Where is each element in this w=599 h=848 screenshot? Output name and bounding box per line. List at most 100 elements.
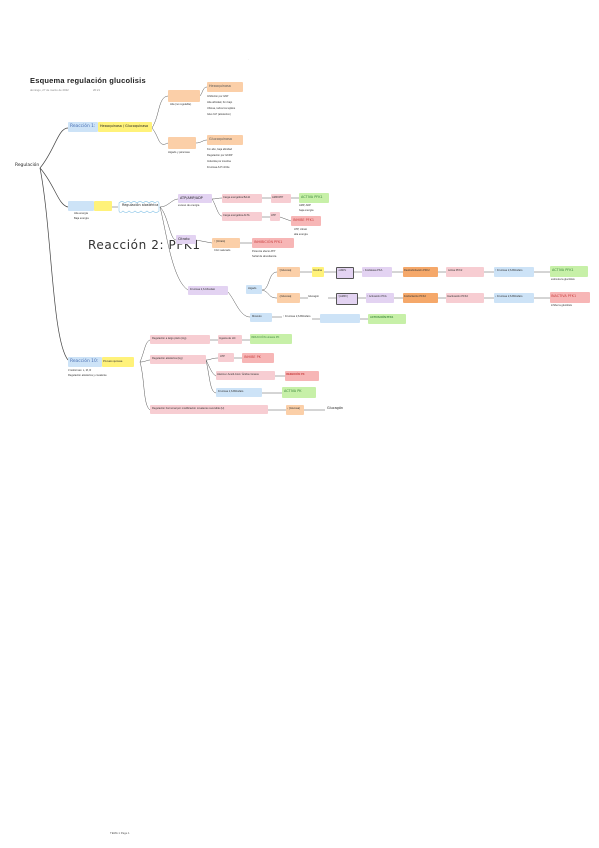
activa-note-2: baja energía bbox=[299, 209, 314, 212]
desfosforilacion: Desfosforilación PFK2 bbox=[404, 269, 430, 272]
activa-pk-box bbox=[282, 387, 316, 398]
carga-baja-label: Carga energética BAJA bbox=[223, 196, 251, 199]
f26-down-box bbox=[494, 293, 534, 303]
page-time: 20:21 bbox=[93, 88, 100, 92]
activa-pka: ↑ Activación PKA bbox=[367, 295, 387, 298]
atp-label: ATP/AMP/ADP bbox=[180, 196, 203, 200]
r1-enzymes-highlight bbox=[98, 122, 152, 132]
r1-branch-a-note: Alta (no regulable) bbox=[170, 103, 192, 106]
r10-alo: Regulación alostérica (Hg) bbox=[152, 357, 183, 360]
fosfatasa-box bbox=[362, 267, 392, 277]
hexo-note-2: Alta afinidad, Km bajo bbox=[207, 101, 233, 104]
r10-glucagon: Glucagón bbox=[327, 406, 344, 410]
glucosa-up: ↑[Glucosa] bbox=[279, 269, 292, 272]
r10-alo-box bbox=[150, 355, 206, 364]
r10-yellow-box bbox=[102, 357, 134, 367]
r2-yellow-box bbox=[94, 201, 112, 211]
inhibe-note-2: alta energía bbox=[294, 233, 308, 236]
r10-inhibe-pk: INHIBE PK bbox=[244, 355, 261, 359]
inhibicion-note-2: Señal de abundancia bbox=[252, 255, 277, 258]
citrato-sub2: CAC saturado bbox=[214, 249, 231, 252]
page-mark: . bbox=[248, 57, 249, 61]
r10-inhibicion-pk: INHIBICIÓN PK bbox=[286, 373, 305, 376]
r10-induccion: INDUCCIÓN síntesis PK bbox=[251, 336, 280, 339]
atp-note: exceso de energía bbox=[178, 204, 200, 207]
musculo-f26: ↑ Fructosa 2,6-Bifosfato bbox=[283, 315, 311, 318]
musculo-label: Músculo bbox=[252, 315, 262, 318]
r10-largo: Regulación a largo plazo (Hg) bbox=[152, 337, 187, 340]
f26-label: Fructosa 2,6-bifosfato bbox=[190, 288, 216, 291]
inhibe-note-1: ATP, citrato bbox=[294, 228, 308, 231]
activa-pka-box bbox=[366, 293, 394, 303]
activacion-pfk1-box bbox=[368, 314, 406, 324]
citrato-label: Citrato bbox=[178, 237, 190, 241]
atp2-box bbox=[270, 212, 280, 221]
musculo-f26-box bbox=[320, 314, 360, 323]
fosforilacion: Fosforilación PFK2 bbox=[404, 295, 426, 298]
r1-highlight bbox=[68, 122, 98, 132]
r10-glucosa-down: ↓ [Glucosa] bbox=[287, 407, 300, 410]
r2-alo-note-1: Alta energía bbox=[74, 212, 88, 215]
largo-box bbox=[150, 335, 210, 344]
inactivacion: Inactivación PFK2 bbox=[447, 295, 468, 298]
r1-enzymes: Hexoquinasa / Glucoquinasa bbox=[100, 124, 149, 128]
carga-baja-box bbox=[222, 194, 262, 203]
desfosforilacion-box bbox=[403, 267, 438, 277]
activa-pfk1-box bbox=[299, 193, 329, 203]
citrato-sub: ↑ [Citrato] bbox=[214, 240, 226, 243]
r10-alo-atp: ATP bbox=[220, 355, 225, 358]
inhibe-pk-box bbox=[242, 353, 274, 363]
hexo-note-1: Inhibición por G6P bbox=[207, 95, 229, 98]
r10-blue-box bbox=[68, 357, 102, 367]
inactivacion-box bbox=[446, 293, 484, 303]
amp-atp-label: AMP/ATP bbox=[272, 196, 284, 199]
r10-largo-note: Ingesta de HC bbox=[219, 337, 236, 340]
r2-alosterica: Regulación alostérica bbox=[122, 203, 159, 207]
inhibicion-pfk1: INHIBICIÓN PFK1 bbox=[254, 240, 283, 244]
insulina-label: Insulina bbox=[313, 269, 322, 272]
activa-pfk1b-box bbox=[550, 266, 588, 277]
higado-label: Hígado bbox=[248, 287, 257, 290]
hexoquinasa-box bbox=[207, 82, 243, 92]
r1-branch-b-box bbox=[168, 137, 196, 149]
r2-label: Reacción 2: PFK1 bbox=[88, 238, 201, 252]
gluco-note-5: Fructosa-6-P inhibe bbox=[207, 166, 230, 169]
root-node: Regulación bbox=[15, 163, 40, 168]
r2-blue-box bbox=[68, 201, 94, 211]
musculo-box bbox=[250, 313, 272, 322]
ampc-up: ↑[AMPc] bbox=[338, 295, 348, 298]
ampc-down: ↓AMPc bbox=[338, 269, 347, 272]
inhibicion-box bbox=[252, 238, 294, 248]
inactiva-pfk1-note: inhibe la glucólisis bbox=[551, 304, 572, 307]
hexo-note-4: Gluc-6-P (alostérico) bbox=[207, 113, 231, 116]
hormonal-box bbox=[150, 405, 268, 414]
f26-down: ↓ Fructosa 2,6-Bifosfato bbox=[495, 295, 523, 298]
inactiva-pfk1-box bbox=[550, 292, 590, 303]
glucosa-up-box bbox=[277, 267, 300, 277]
r10-label: Reacción 10: bbox=[70, 359, 99, 364]
glucosa-down: ↓[Glucosa] bbox=[279, 295, 292, 298]
insulina-box bbox=[312, 267, 324, 277]
inhibicion-pk-box bbox=[285, 371, 319, 381]
activa-note-1: AMP, ADP bbox=[299, 204, 311, 207]
ampc-down-box bbox=[336, 267, 354, 279]
page-date: domingo, 27 de marzo de 2022 bbox=[30, 88, 69, 92]
f26-up-box bbox=[494, 267, 534, 277]
citrato-sub-box bbox=[212, 238, 240, 248]
ingesta-box bbox=[218, 335, 242, 344]
r10-enzyme: Piruvato quinasa bbox=[103, 360, 123, 363]
atp-box bbox=[178, 194, 212, 203]
inactiva-pfk1: INACTIVA PFK1 bbox=[551, 294, 577, 298]
f26-up: ↑ Fructosa 2,6-Bifosfato bbox=[495, 269, 523, 272]
r2-wavy-cloud bbox=[118, 201, 160, 213]
glucoquinasa-label: Glucoquinasa bbox=[209, 137, 232, 141]
glucoquinasa-box bbox=[207, 135, 243, 145]
glucagon-label: Glucagón bbox=[308, 295, 320, 298]
r10-f16: Fructosa 1,6-Bifosfato bbox=[218, 390, 244, 393]
carga-alta-box bbox=[222, 212, 262, 221]
activa-pfk2: Activa PFK2 bbox=[448, 269, 463, 272]
induccion-box bbox=[250, 334, 292, 344]
r10-activa-pk: ACTIVA PK bbox=[284, 389, 302, 393]
r10-note-1: 3 isoformas: L, M, R bbox=[68, 369, 92, 372]
